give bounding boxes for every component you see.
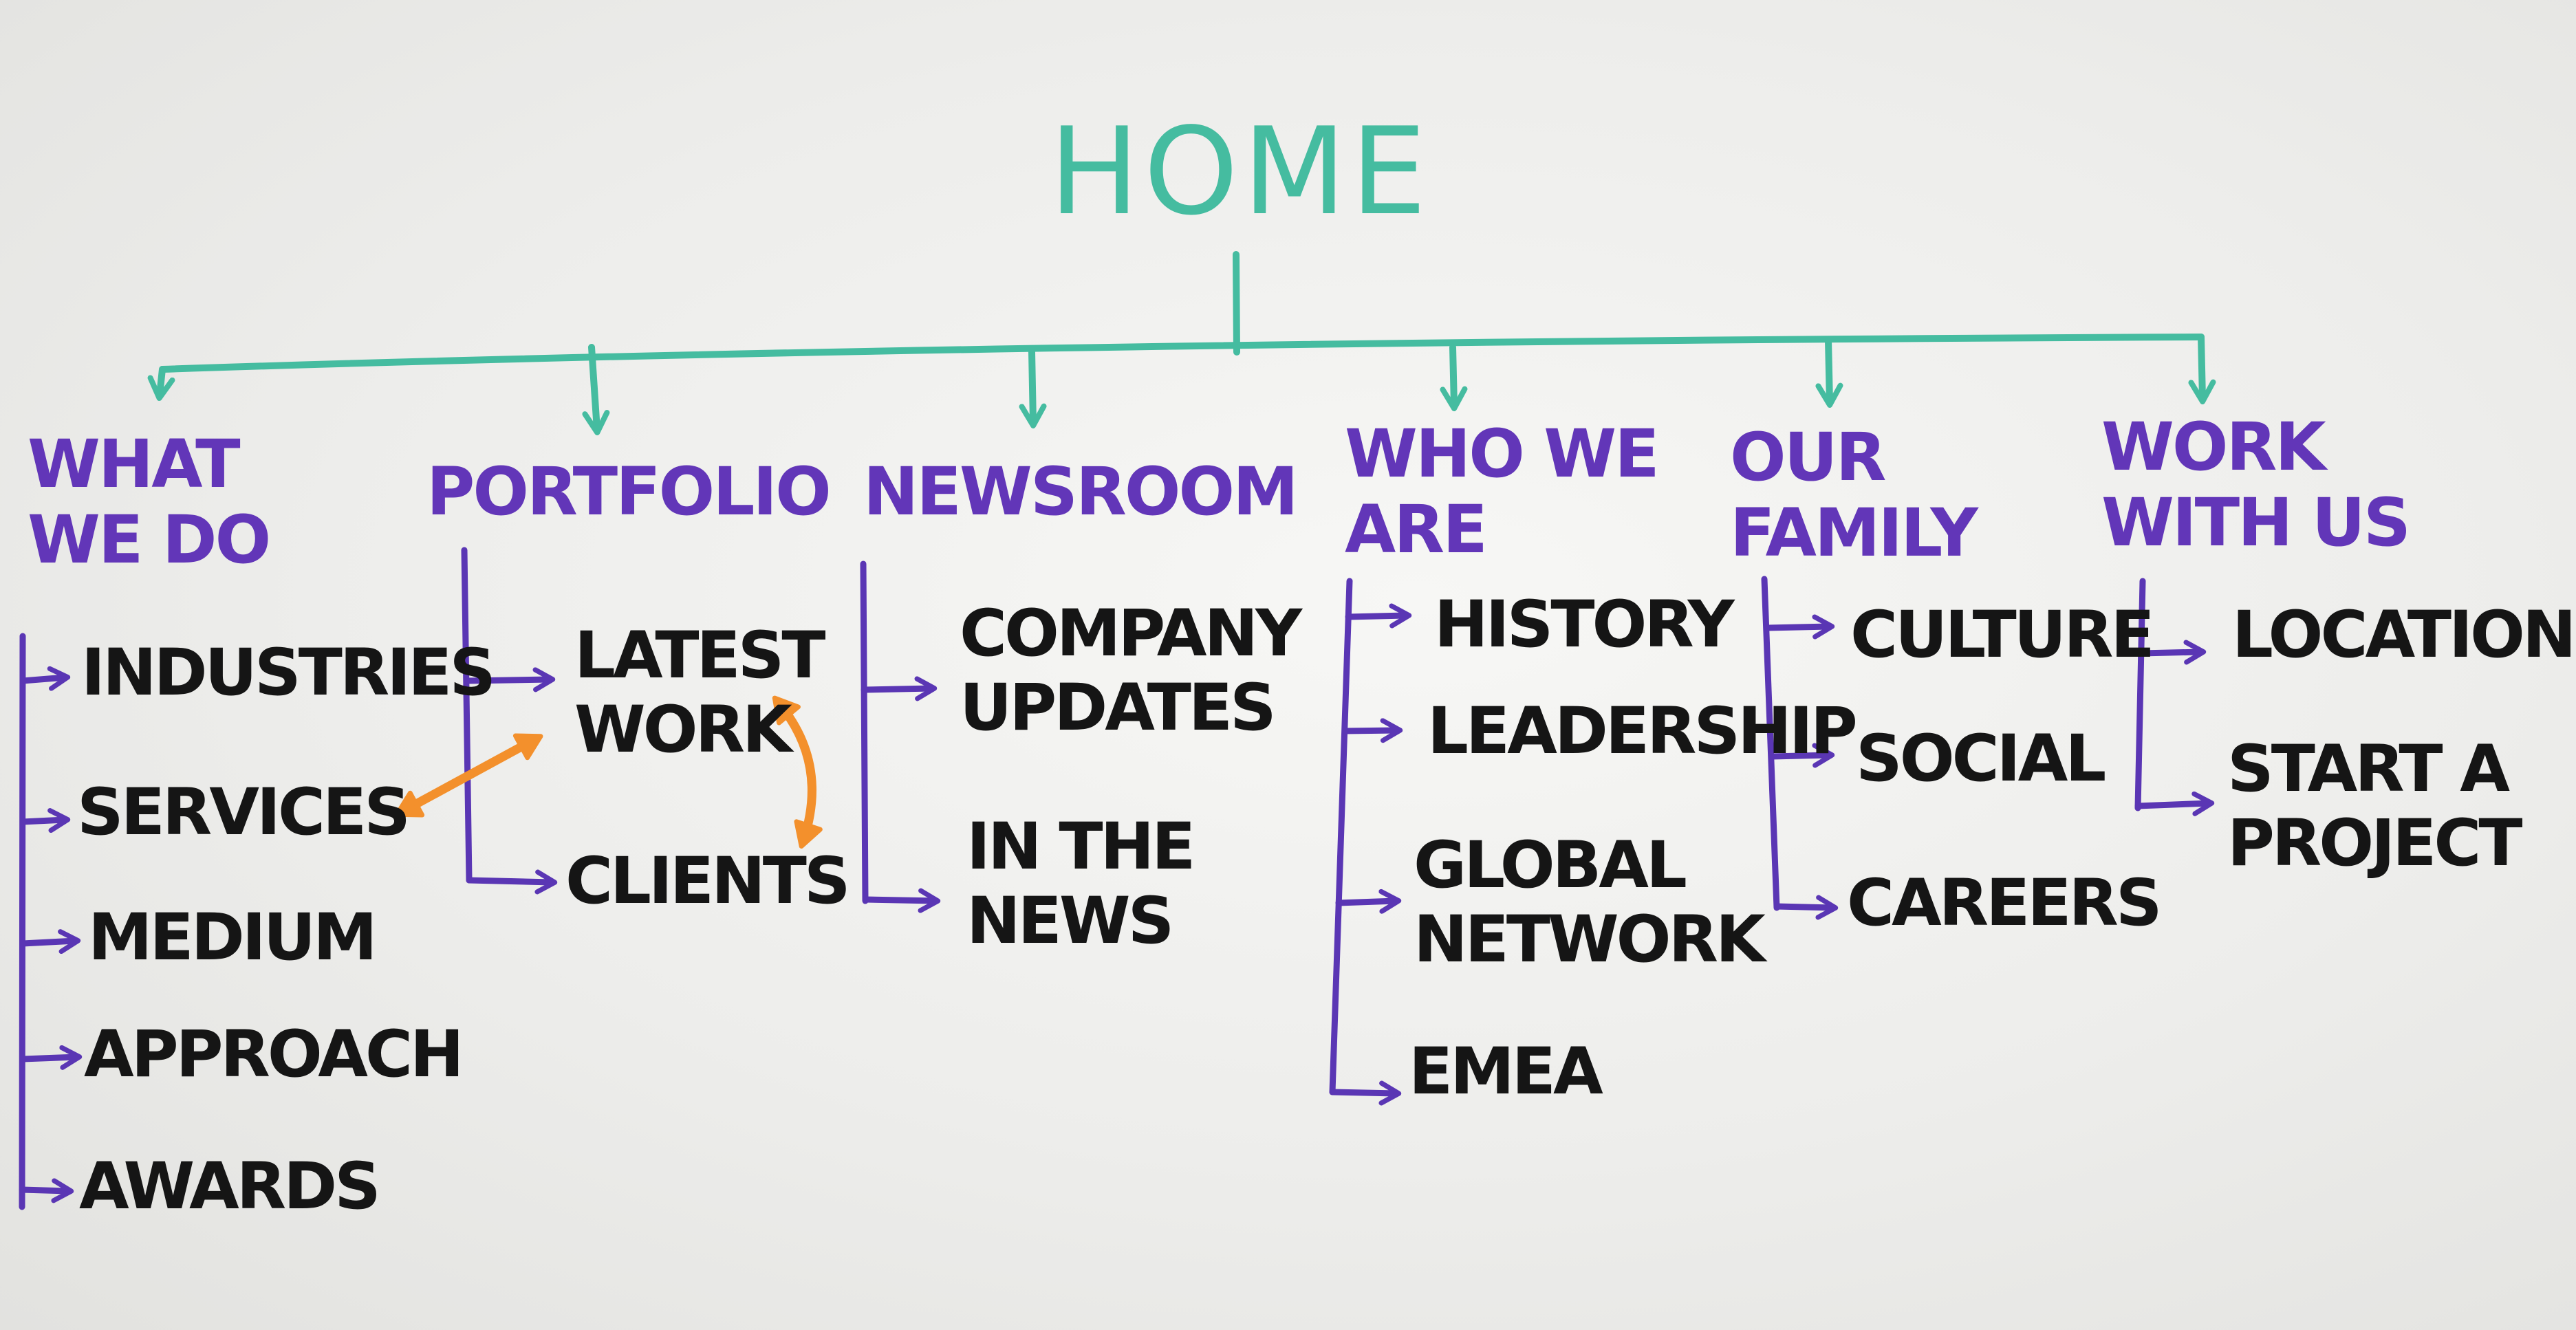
- section-title-what-we-do: WHAT WE DO: [28, 426, 271, 579]
- node-in-the-news: IN THE NEWS: [966, 809, 1195, 959]
- what-we-do-connectors: [19, 633, 83, 1210]
- node-culture: CULTURE: [1850, 598, 2155, 673]
- node-social: SOCIAL: [1856, 721, 2106, 796]
- top-bus-line: [159, 334, 2205, 373]
- node-approach: APPROACH: [84, 1017, 464, 1092]
- our-family-trunk-line: [1761, 576, 1780, 911]
- what-we-do-trunk-line: [19, 633, 26, 1210]
- root-connectors: [147, 251, 2216, 435]
- who-we-are-branch-arrow: [1335, 889, 1402, 914]
- who-we-are-trunk-line: [1329, 578, 1353, 1095]
- who-we-are-branch-arrow: [1341, 718, 1403, 743]
- teal-arrow-our-family: [1815, 337, 1843, 408]
- node-company-updates: COMPANY UPDATES: [960, 596, 1302, 746]
- node-history: HISTORY: [1434, 587, 1735, 662]
- newsroom-branch-arrow: [861, 676, 938, 701]
- node-awards: AWARDS: [79, 1149, 381, 1224]
- what-we-do-branch-arrow: [19, 666, 71, 691]
- what-we-do-branch-arrow: [19, 1178, 74, 1203]
- node-medium: MEDIUM: [88, 900, 378, 975]
- what-we-do-branch-arrow: [19, 1045, 83, 1070]
- newsroom-trunk-line: [860, 560, 869, 904]
- who-we-are-branch-arrow: [1329, 1080, 1402, 1106]
- our-family-branch-arrow: [1768, 743, 1835, 768]
- node-start-a-project: START A PROJECT: [2227, 732, 2522, 882]
- teal-arrow-who-we-are: [1440, 344, 1468, 411]
- work-with-us-branch-arrow: [2134, 791, 2215, 816]
- root-stem-line: [1233, 251, 1240, 356]
- node-latest-work: LATEST WORK: [574, 618, 826, 768]
- who-we-are-branch-arrow: [1345, 603, 1412, 629]
- what-we-do-branch-arrow: [19, 808, 71, 833]
- work-with-us-branch-arrow: [2138, 640, 2207, 665]
- portfolio-trunk-line: [461, 547, 473, 884]
- portfolio-branch-arrow: [466, 869, 558, 895]
- who-we-are-connectors: [1329, 578, 1412, 1106]
- node-emea: EMEA: [1409, 1034, 1603, 1109]
- node-careers: CAREERS: [1847, 866, 2163, 941]
- section-title-portfolio: PORTFOLIO: [426, 453, 832, 530]
- node-clients: CLIENTS: [565, 844, 851, 919]
- node-industries: INDUSTRIES: [81, 635, 496, 710]
- node-services: SERVICES: [77, 775, 411, 850]
- node-leadership: LEADERSHIP: [1427, 694, 1858, 769]
- work-with-us-connectors: [2134, 578, 2215, 816]
- our-family-branch-arrow: [1764, 614, 1835, 640]
- our-family-branch-arrow: [1773, 895, 1839, 920]
- root-node-home: HOME: [1049, 102, 1431, 242]
- latest-work-clients-link-arrow: [772, 695, 823, 849]
- teal-arrow-work-with-us: [2188, 334, 2216, 404]
- node-global-network: GLOBAL NETWORK: [1414, 828, 1766, 978]
- portfolio-branch-arrow: [464, 667, 556, 693]
- teal-arrow-portfolio: [582, 344, 610, 435]
- teal-arrow-newsroom: [1019, 349, 1047, 428]
- branch-connectors: [19, 547, 2215, 1210]
- teal-arrow-what-we-do: [147, 366, 175, 401]
- services-latest-work-link-arrow: [394, 733, 543, 818]
- newsroom-connectors: [860, 560, 941, 913]
- section-title-newsroom: NEWSROOM: [863, 453, 1299, 530]
- section-title-who-we-are: WHO WE ARE: [1345, 415, 1660, 569]
- portfolio-connectors: [461, 547, 558, 895]
- section-title-work-with-us: WORK WITH US: [2101, 408, 2411, 562]
- cross-links: [394, 695, 823, 849]
- our-family-connectors: [1761, 576, 1839, 920]
- work-with-us-trunk-line: [2134, 578, 2146, 811]
- section-title-our-family: OUR FAMILY: [1730, 419, 1978, 572]
- what-we-do-branch-arrow: [19, 929, 81, 955]
- newsroom-branch-arrow: [862, 888, 941, 913]
